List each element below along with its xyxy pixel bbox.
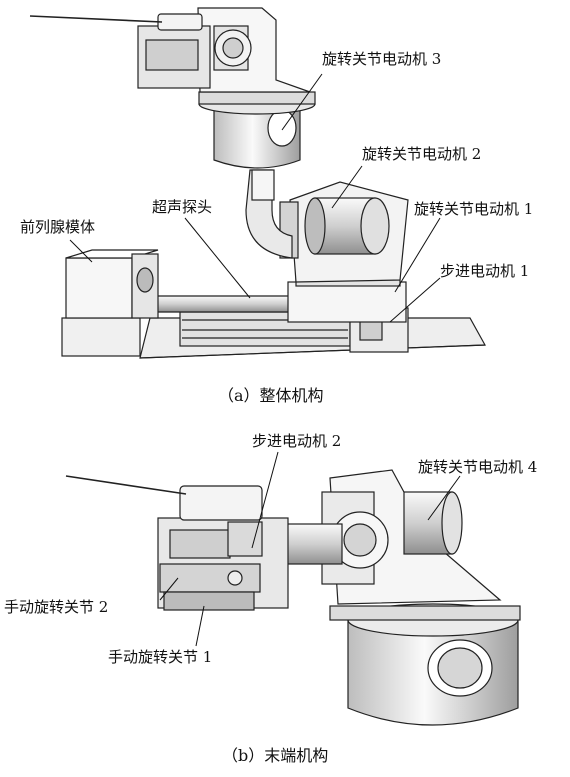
- label-stepper-motor-2: 步进电动机 2: [252, 432, 342, 450]
- pedestal: [287, 281, 407, 323]
- caption-b: （b）末端机构: [222, 746, 329, 765]
- label-manual-joint-1: 手动旋转关节 1: [108, 648, 213, 666]
- label-stepper-motor-1: 步进电动机 1: [440, 262, 530, 280]
- label-rotary-motor-3: 旋转关节电动机 3: [322, 50, 442, 68]
- label-prostate-phantom: 前列腺模体: [20, 218, 96, 236]
- label-rotary-motor-4: 旋转关节电动机 4: [418, 458, 538, 476]
- leaders-a: [69, 73, 441, 323]
- caption-a: （a）整体机构: [218, 386, 324, 405]
- label-rotary-motor-2: 旋转关节电动机 2: [362, 145, 482, 163]
- label-rotary-motor-1: 旋转关节电动机 1: [414, 200, 534, 218]
- label-ultrasound-probe: 超声探头: [152, 198, 213, 216]
- panel-a-drawing: [29, 7, 486, 359]
- phantom-box: [65, 257, 133, 319]
- label-manual-joint-2: 手动旋转关节 2: [4, 598, 109, 616]
- shaft-b: [285, 523, 343, 565]
- phantom-base: [61, 317, 141, 357]
- leaders-b: [159, 451, 461, 647]
- panel-b-drawing: [65, 469, 521, 726]
